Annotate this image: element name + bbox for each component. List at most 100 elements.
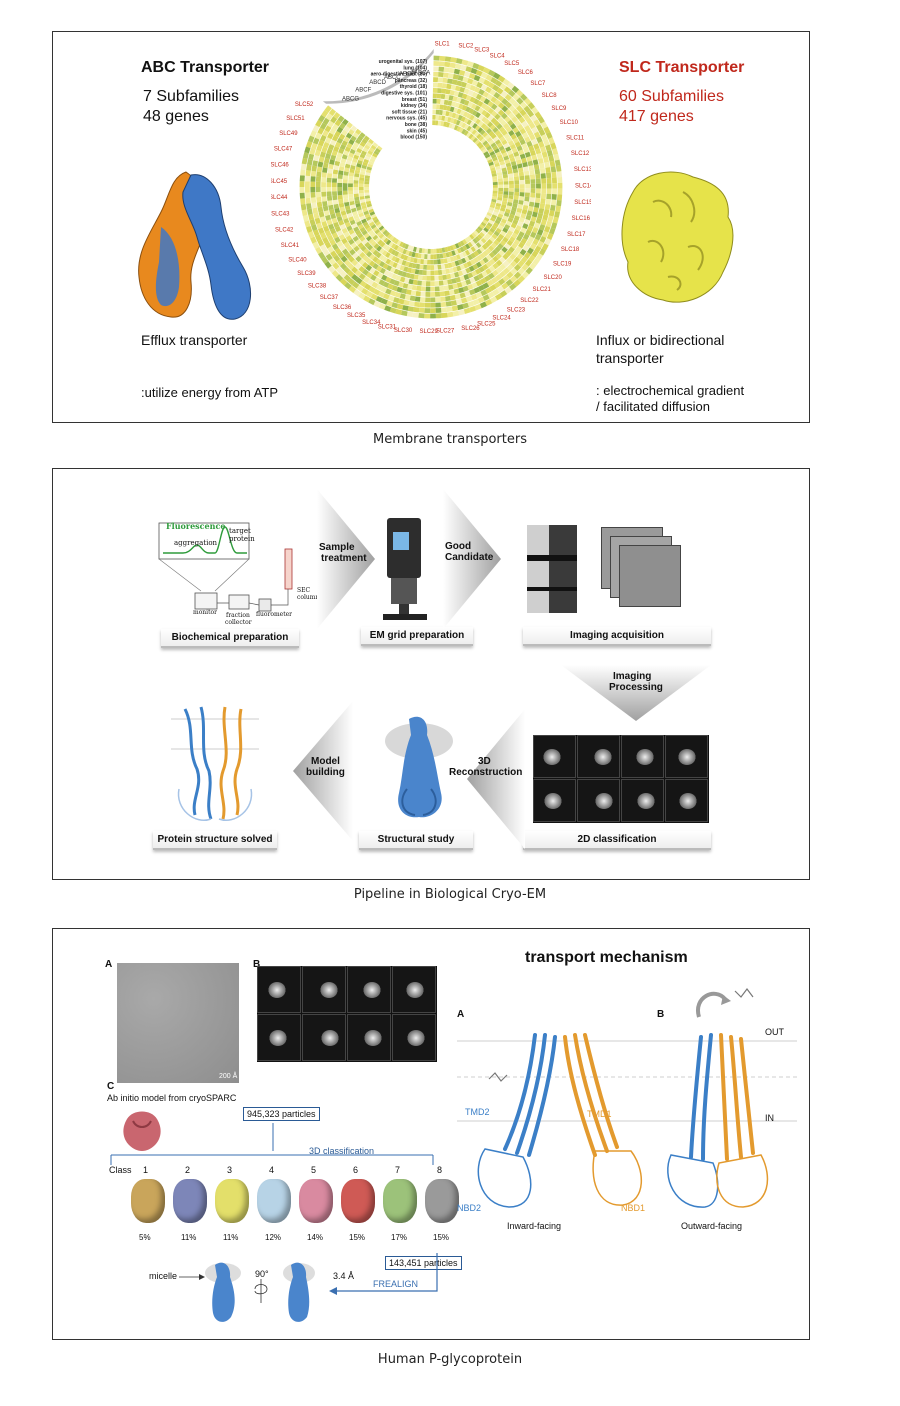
slc-family-label: SLC2 (458, 44, 474, 50)
heatmap-cell (317, 161, 324, 168)
heatmap-cell (523, 105, 531, 113)
heatmap-cell (380, 235, 387, 242)
heatmap-cell (498, 278, 506, 286)
heatmap-cell (484, 153, 491, 159)
heatmap-cell (435, 307, 442, 313)
arrow-recon-label2: Reconstruction (449, 767, 523, 778)
heatmap-cell (480, 84, 488, 91)
heatmap-cell (451, 250, 456, 256)
heatmap-cell (527, 225, 534, 232)
heatmap-cell (525, 183, 531, 189)
heatmap-cell (344, 252, 352, 260)
particle-blob (405, 982, 424, 998)
heatmap-cell (350, 125, 358, 132)
heatmap-cell (350, 204, 356, 209)
heatmap-cell (492, 193, 498, 197)
heatmap-cell (527, 236, 535, 243)
heatmap-cell (325, 113, 333, 121)
heatmap-cell (461, 269, 468, 276)
heatmap-cell (477, 100, 484, 107)
slc-role-line1: Influx or bidirectional (596, 332, 725, 348)
heatmap-cell (454, 113, 460, 120)
heatmap-cell (493, 222, 499, 228)
heatmap-cell (440, 258, 445, 264)
heatmap-cell (410, 290, 417, 296)
heatmap-cell (484, 112, 491, 119)
heatmap-cell (492, 127, 499, 134)
heatmap-cell (334, 225, 342, 233)
heatmap-cell (433, 55, 440, 61)
particle-blob (319, 982, 338, 998)
heatmap-cell (503, 181, 509, 185)
heatmap-cell (330, 250, 338, 258)
heatmap-cell (433, 61, 440, 67)
heatmap-cell (514, 188, 520, 193)
heatmap-cell (350, 232, 357, 239)
heatmap-cell (482, 140, 489, 146)
heatmap-cell (473, 98, 480, 105)
heatmap-cell (490, 167, 496, 172)
heatmap-cell (356, 220, 363, 227)
heatmap-cell (328, 257, 336, 266)
outward-facing-label: Outward-facing (681, 1221, 743, 1231)
heatmap-cell (552, 188, 558, 195)
heatmap-cell (373, 218, 380, 224)
heatmap-cell (338, 219, 345, 226)
heatmap-cell (354, 151, 361, 157)
sec-column-label: SEC (297, 587, 311, 594)
heatmap-cell (409, 273, 415, 280)
heatmap-cell (439, 104, 444, 110)
heatmap-cell (341, 237, 348, 245)
heatmap-cell (490, 153, 497, 159)
heatmap-cell (478, 76, 486, 84)
heatmap-cell (368, 298, 376, 306)
heatmap-cell (517, 203, 523, 209)
heatmap-cell (389, 278, 396, 285)
class-percentage: 5% (139, 1233, 151, 1242)
heatmap-cell (403, 254, 409, 261)
heatmap-cell (356, 284, 364, 292)
heatmap-cell (362, 276, 370, 283)
heatmap-cell (484, 299, 493, 306)
heatmap-cell (490, 77, 498, 85)
heatmap-cell (492, 190, 498, 194)
heatmap-cell (475, 118, 481, 125)
slc-family-label: SLC38 (308, 284, 327, 290)
heatmap-cell (404, 294, 411, 301)
heatmap-cell (344, 282, 352, 290)
heatmap-cell (364, 181, 370, 185)
heatmap-cell (495, 79, 503, 88)
heatmap-cell (343, 150, 350, 156)
heatmap-cell (430, 265, 435, 270)
heatmap-cell (358, 180, 364, 184)
heatmap-cell (317, 239, 325, 247)
heatmap-cell (343, 171, 349, 176)
heatmap-cell (365, 264, 373, 272)
slc-family-label: SLC52 (295, 102, 314, 108)
heatmap-cell (301, 209, 308, 217)
heatmap-cell (403, 266, 409, 273)
heatmap-cell (465, 106, 471, 113)
heatmap-cell (364, 192, 370, 196)
heatmap-cell (522, 233, 530, 241)
heatmap-cell (317, 127, 325, 135)
heatmap-cell (336, 240, 344, 248)
heatmap-cell (457, 241, 463, 248)
heatmap-cell (508, 180, 514, 185)
heatmap-cell (356, 163, 362, 168)
heatmap-cell (365, 290, 374, 298)
heatmap-cell (348, 238, 355, 246)
heatmap-cell (442, 105, 448, 111)
heatmap-cell (543, 225, 551, 233)
heatmap-cell (362, 254, 369, 262)
heatmap-cell (329, 128, 337, 135)
heatmap-cell (384, 252, 391, 258)
heatmap-cell (515, 130, 522, 138)
heatmap-cell (395, 275, 402, 282)
tissue-label: breast (51) (402, 97, 428, 103)
heatmap-cell (506, 201, 513, 207)
heatmap-cell (324, 125, 332, 133)
heatmap-cell (348, 183, 353, 187)
slc-mechanism-line1: : electrochemical gradient (596, 383, 745, 398)
heatmap-cell (310, 130, 317, 138)
